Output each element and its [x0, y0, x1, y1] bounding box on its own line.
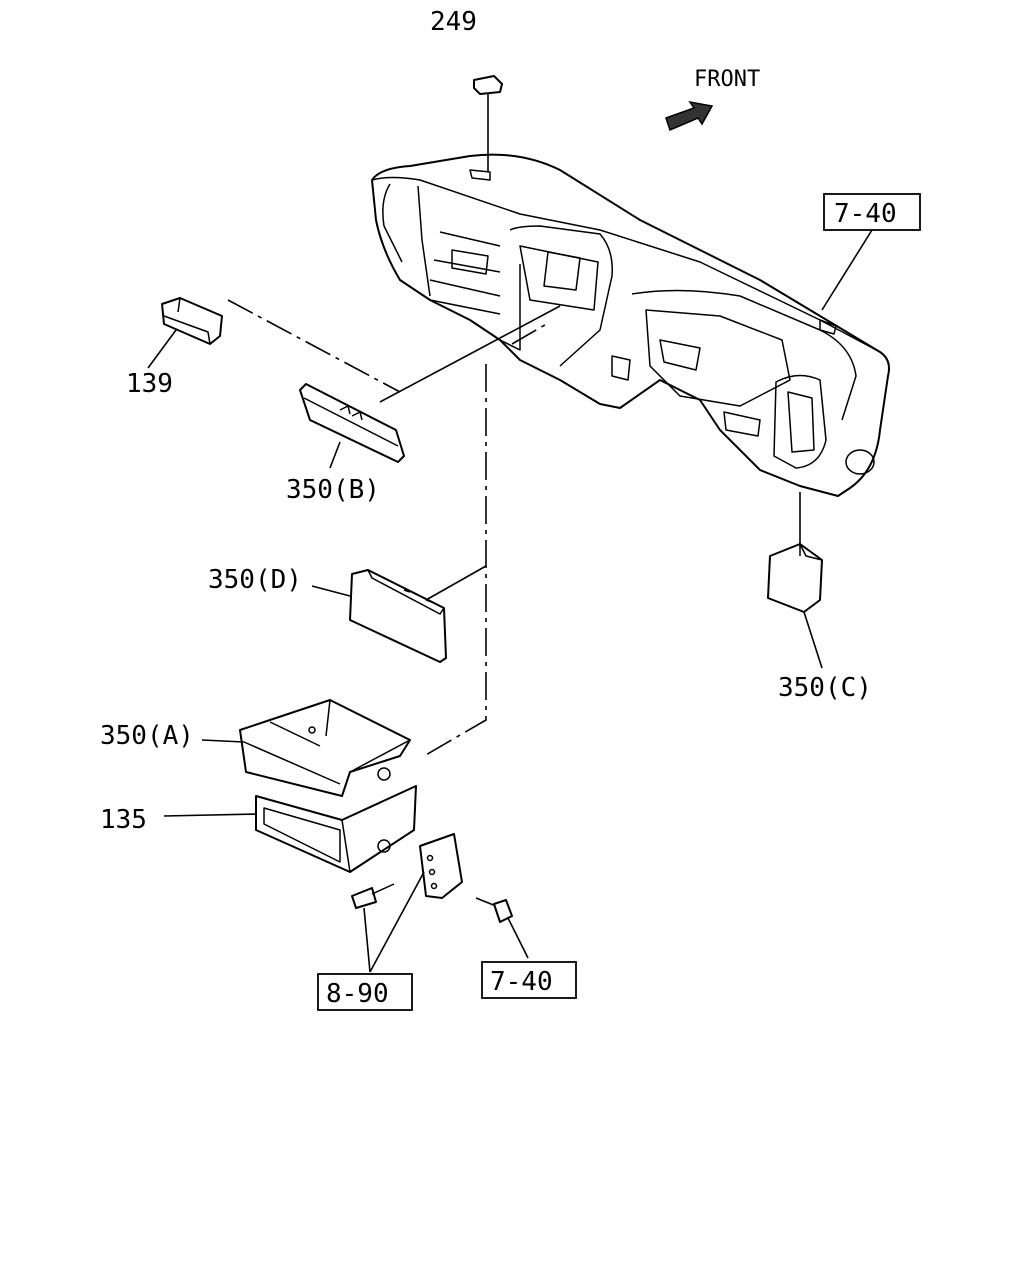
reference-890: 8-90: [317, 973, 413, 1011]
front-arrow-icon: [665, 100, 714, 132]
leader-350c-label: [803, 611, 823, 669]
screw-890: [351, 883, 395, 909]
part-139: [161, 297, 223, 345]
callout-350c: 350(C): [778, 673, 872, 703]
leader-350d: [425, 565, 487, 601]
instrument-panel: [371, 153, 890, 497]
leader-740-bottom: [507, 917, 529, 959]
leader-139-label: [147, 329, 177, 369]
part-350c: [767, 543, 823, 613]
leader-350b-dash: [379, 305, 561, 403]
reference-740-bottom: 7-40: [481, 961, 577, 999]
front-label: FRONT: [694, 67, 760, 92]
part-249-clip: [473, 75, 503, 172]
leader-890-a: [363, 907, 371, 973]
reference-740-top: 7-40: [823, 193, 921, 231]
mounting-bracket: [419, 833, 463, 899]
front-indicator: FRONT: [665, 67, 760, 132]
reference-740-top-label: 7-40: [834, 199, 897, 229]
leader-350d-label: [311, 585, 351, 597]
leader-350b-label: [329, 441, 341, 469]
part-350d: [349, 569, 447, 663]
leader-center-top: [511, 321, 551, 345]
screw-740: [475, 897, 513, 923]
callout-249: 249: [430, 7, 477, 37]
leader-350a-label: [201, 739, 245, 743]
leader-139: [227, 299, 401, 393]
reference-740-bottom-label: 7-40: [490, 967, 553, 997]
callout-135: 135: [100, 805, 147, 835]
callout-350b: 350(B): [286, 475, 380, 505]
reference-890-label: 8-90: [326, 979, 389, 1009]
leader-center: [423, 364, 487, 757]
leader-135-label: [163, 813, 257, 817]
leader-890-b: [369, 871, 425, 973]
callout-139: 139: [126, 369, 173, 399]
part-135: [255, 785, 417, 873]
part-350b: [299, 383, 405, 463]
leader-740-top: [821, 229, 873, 311]
callout-350d: 350(D): [208, 565, 302, 595]
part-350a: [239, 699, 411, 797]
callout-350a: 350(A): [100, 721, 194, 751]
